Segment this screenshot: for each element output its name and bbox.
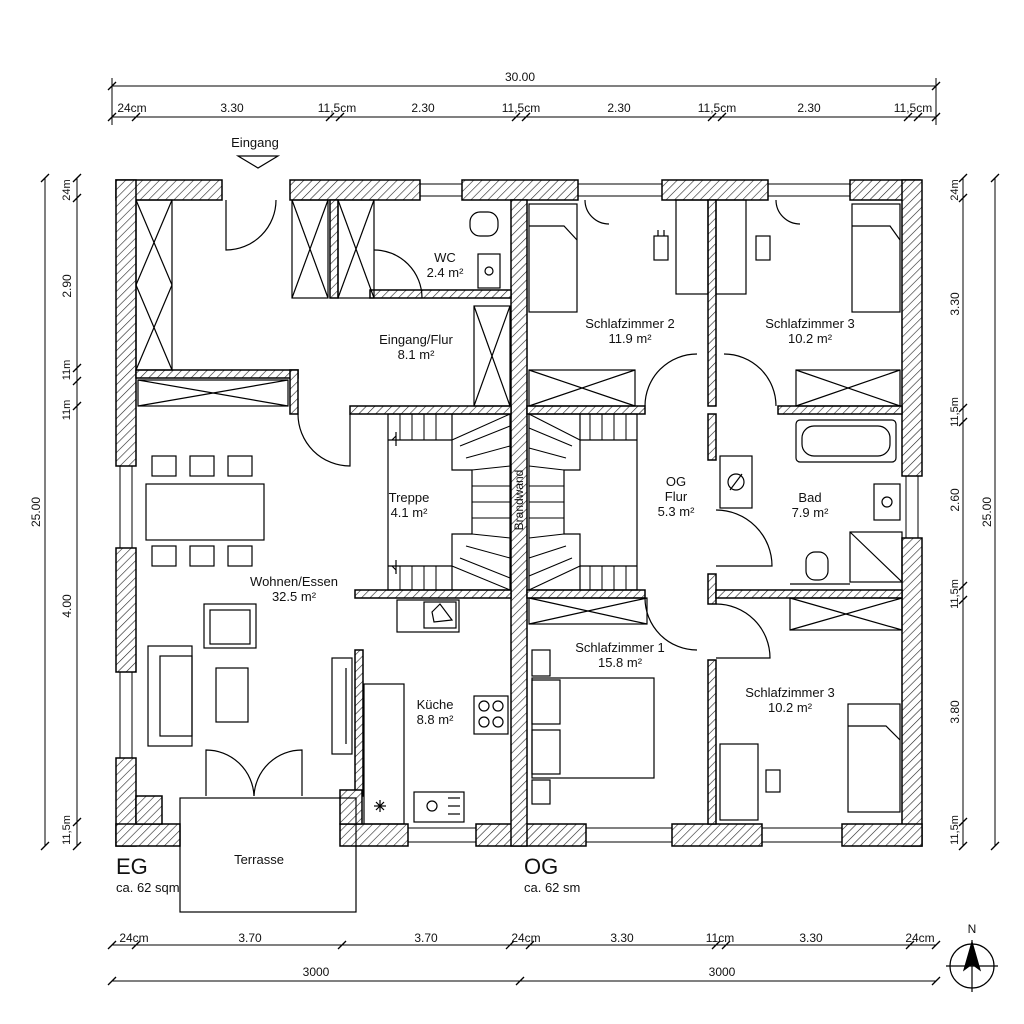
dim-left-3: 11m xyxy=(61,399,73,421)
dim-bottom-3: 24cm xyxy=(511,931,541,945)
dim-top-4: 11,5cm xyxy=(501,101,541,115)
dim-left-4: 4.00 xyxy=(60,594,74,618)
room-name-2: Flur xyxy=(664,489,688,504)
room-wc: WC 2.4 m² xyxy=(427,250,464,280)
dim-top-6: 11,5cm xyxy=(697,101,737,115)
dim-right-3: 2.60 xyxy=(948,488,962,512)
dim-left-0: 24m xyxy=(61,179,73,201)
dim-top-1: 3.30 xyxy=(220,101,244,115)
room-flur: Eingang/Flur 8.1 m² xyxy=(379,332,453,362)
dim-bottom-total-0: 3000 xyxy=(302,965,330,979)
room-name: WC xyxy=(434,250,456,265)
dim-top-3: 2.30 xyxy=(411,101,435,115)
room-sz1: Schlafzimmer 1 15.8 m² xyxy=(575,640,665,670)
room-area: 10.2 m² xyxy=(787,331,833,346)
floor-eg-area: ca. 62 sqm xyxy=(116,880,180,895)
terrace-label: Terrasse xyxy=(234,852,284,867)
room-name: Eingang/Flur xyxy=(379,332,453,347)
room-wohnen: Wohnen/Essen 32.5 m² xyxy=(250,574,338,604)
dim-bottom-0: 24cm xyxy=(119,931,149,945)
room-area: 7.9 m² xyxy=(791,505,829,520)
dim-right-6: 11,5m xyxy=(949,815,961,845)
room-name: Schlafzimmer 3 xyxy=(765,316,855,331)
north-label: N xyxy=(967,922,977,936)
dim-top-7: 2.30 xyxy=(797,101,821,115)
floor-og-area: ca. 62 sm xyxy=(524,880,581,895)
dim-top-total: 30.00 xyxy=(504,70,536,84)
entrance-arrow-icon xyxy=(235,155,281,169)
room-name-1: OG xyxy=(665,474,687,489)
room-bad: Bad 7.9 m² xyxy=(792,490,829,520)
furniture xyxy=(135,199,903,913)
room-area: 32.5 m² xyxy=(271,589,317,604)
dim-right-0: 24m xyxy=(949,179,961,201)
floor-eg-title: EG xyxy=(116,854,148,879)
room-treppe: Treppe 4.1 m² xyxy=(389,490,430,520)
room-area: 10.2 m² xyxy=(767,700,813,715)
room-area: 5.3 m² xyxy=(657,504,695,519)
room-name: Bad xyxy=(798,490,822,505)
dim-left-total: 25.00 xyxy=(29,496,43,528)
room-og-flur: OG Flur 5.3 m² xyxy=(658,474,695,519)
room-area: 2.4 m² xyxy=(426,265,464,280)
dim-right-1: 3.30 xyxy=(948,292,962,316)
dim-top-8: 11,5cm xyxy=(893,101,933,115)
dim-right-5: 3.80 xyxy=(948,700,962,724)
room-name: Schlafzimmer 1 xyxy=(575,640,665,655)
dim-top-0: 24cm xyxy=(117,101,147,115)
dim-bottom-2: 3.70 xyxy=(414,931,438,945)
dim-top-2: 11,5cm xyxy=(317,101,357,115)
dim-bottom-5: 11cm xyxy=(705,931,735,945)
partition-label: Brandwand xyxy=(512,469,526,531)
room-area: 4.1 m² xyxy=(390,505,428,520)
dim-top-5: 2.30 xyxy=(607,101,631,115)
north-arrow-icon xyxy=(946,939,998,992)
room-name: Schlafzimmer 2 xyxy=(585,316,675,331)
dim-left-1: 2.90 xyxy=(60,274,74,298)
room-area: 15.8 m² xyxy=(597,655,643,670)
dim-right-4: 11,5m xyxy=(949,579,961,609)
walls xyxy=(115,179,923,847)
room-sz3b: Schlafzimmer 3 10.2 m² xyxy=(745,685,835,715)
room-kueche: Küche 8.8 m² xyxy=(417,697,454,727)
entrance-label: Eingang xyxy=(231,135,279,150)
room-name: Wohnen/Essen xyxy=(250,574,338,589)
room-name: Schlafzimmer 3 xyxy=(745,685,835,700)
windows xyxy=(119,183,919,843)
dim-right-total: 25.00 xyxy=(980,496,994,528)
room-sz2: Schlafzimmer 2 11.9 m² xyxy=(585,316,675,346)
dim-right-2: 11,5m xyxy=(949,397,961,427)
dim-bottom-6: 3.30 xyxy=(799,931,823,945)
floor-og-title: OG xyxy=(524,854,559,879)
dim-bottom-total-1: 3000 xyxy=(708,965,736,979)
room-sz3a: Schlafzimmer 3 10.2 m² xyxy=(765,316,855,346)
dim-bottom-7: 24cm xyxy=(905,931,935,945)
room-name: Küche xyxy=(416,697,454,712)
dim-bottom-4: 3.30 xyxy=(610,931,634,945)
dim-left-5: 11,5m xyxy=(61,815,73,845)
room-area: 11.9 m² xyxy=(608,331,652,346)
dim-left-2: 11m xyxy=(61,359,73,381)
dimension-lines xyxy=(40,78,1000,986)
room-area: 8.8 m² xyxy=(416,712,454,727)
dim-bottom-1: 3.70 xyxy=(238,931,262,945)
room-name: Treppe xyxy=(388,490,430,505)
room-area: 8.1 m² xyxy=(397,347,435,362)
